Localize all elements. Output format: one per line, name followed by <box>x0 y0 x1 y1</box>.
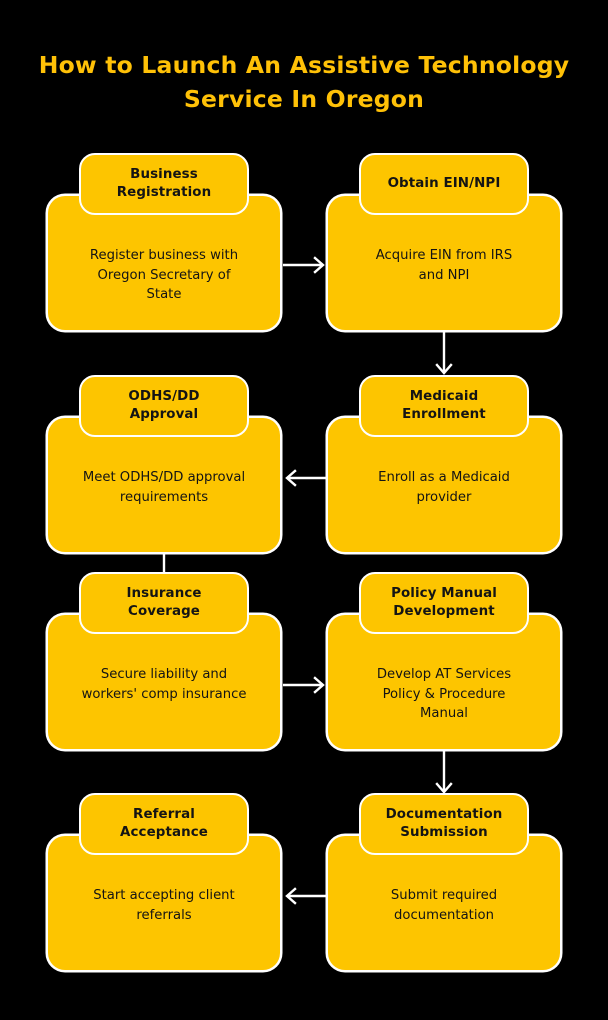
node-body: Develop AT Services Policy & Procedure M… <box>328 615 560 749</box>
node-description: Acquire EIN from IRS and NPI <box>375 248 513 283</box>
node-header-label: Referral Acceptance <box>120 807 208 840</box>
node-header-label: Obtain EIN/NPI <box>387 176 501 191</box>
arrow-business-registration-to-obtain-ein-npi <box>283 255 327 275</box>
node-header-badge: ODHS/DD Approval <box>79 375 249 437</box>
node-description: Register business with Oregon Secretary … <box>89 248 239 302</box>
node-header-badge: Medicaid Enrollment <box>359 375 529 437</box>
node-header-label: Medicaid Enrollment <box>402 389 486 422</box>
node-header-badge: Policy Manual Development <box>359 572 529 634</box>
node-description: Secure liability and workers' comp insur… <box>81 667 247 702</box>
arrow-medicaid-enrollment-to-odhs-dd-approval <box>283 468 327 488</box>
node-header-label: Business Registration <box>116 167 212 200</box>
arrow-obtain-ein-npi-to-medicaid-enrollment <box>434 331 454 377</box>
page-title: How to Launch An Assistive Technology Se… <box>38 51 570 113</box>
node-header-label: ODHS/DD Approval <box>128 389 200 422</box>
node-description: Submit required documentation <box>390 888 498 923</box>
arrow-policy-manual-development-to-documentation-submission <box>434 750 454 796</box>
node-body: Enroll as a Medicaid provider <box>328 418 560 552</box>
node-body: Acquire EIN from IRS and NPI <box>328 196 560 330</box>
node-body: Register business with Oregon Secretary … <box>48 196 280 330</box>
node-header-label: Documentation Submission <box>385 807 503 840</box>
node-header-badge: Business Registration <box>79 153 249 215</box>
node-header-badge: Referral Acceptance <box>79 793 249 855</box>
node-description: Meet ODHS/DD approval requirements <box>82 470 246 505</box>
node-description: Start accepting client referrals <box>93 888 235 923</box>
node-header-label: Insurance Coverage <box>126 586 202 619</box>
node-description: Develop AT Services Policy & Procedure M… <box>376 667 512 721</box>
node-body: Start accepting client referrals <box>48 836 280 970</box>
node-header-badge: Obtain EIN/NPI <box>359 153 529 215</box>
node-header-label: Policy Manual Development <box>391 586 497 619</box>
node-body: Secure liability and workers' comp insur… <box>48 615 280 749</box>
node-body: Submit required documentation <box>328 836 560 970</box>
arrow-documentation-submission-to-referral-acceptance <box>283 886 327 906</box>
node-body: Meet ODHS/DD approval requirements <box>48 418 280 552</box>
node-description: Enroll as a Medicaid provider <box>378 470 510 505</box>
arrow-insurance-coverage-to-policy-manual-development <box>283 675 327 695</box>
node-header-badge: Documentation Submission <box>359 793 529 855</box>
node-header-badge: Insurance Coverage <box>79 572 249 634</box>
